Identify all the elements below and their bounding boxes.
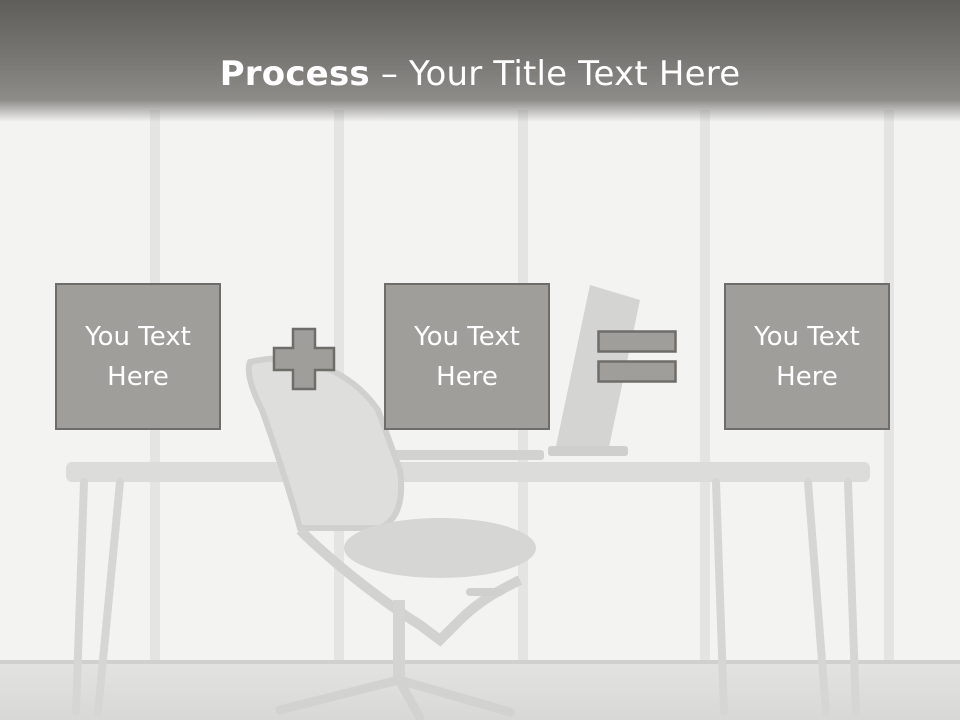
text-box-3: You Text Here	[724, 283, 890, 430]
text-box-3-label: You Text Here	[754, 321, 860, 392]
equals-icon	[597, 330, 677, 383]
slide-title: Process – Your Title Text Here	[0, 52, 960, 96]
text-box-2-label: You Text Here	[414, 321, 520, 392]
title-bar	[0, 0, 960, 122]
text-box-1: You Text Here	[55, 283, 221, 430]
text-box-1-label: You Text Here	[85, 321, 191, 392]
text-box-2: You Text Here	[384, 283, 550, 430]
title-rest-text: – Your Title Text Here	[369, 54, 741, 94]
title-bold-text: Process	[219, 54, 370, 94]
plus-icon	[272, 327, 336, 391]
